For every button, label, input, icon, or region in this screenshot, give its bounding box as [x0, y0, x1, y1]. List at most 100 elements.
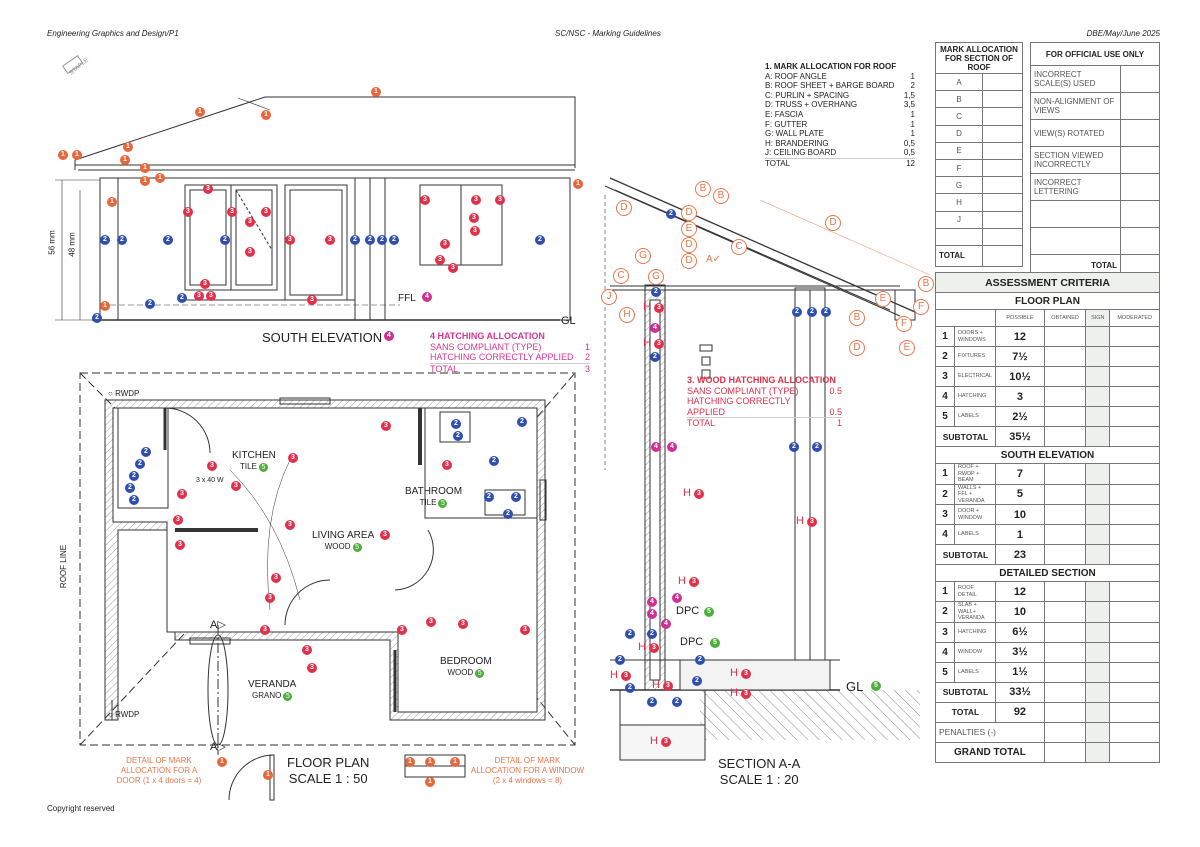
- allocation-label: J: CEILING BOARD: [765, 148, 837, 158]
- obtained-cell[interactable]: [1043, 681, 1087, 703]
- moderated-cell[interactable]: [1109, 346, 1160, 367]
- mark-badge: 5: [283, 692, 293, 701]
- obtained-cell[interactable]: [1043, 661, 1087, 683]
- obtained-cell[interactable]: [1043, 741, 1087, 763]
- mark-allocation-cell[interactable]: [982, 141, 1023, 160]
- sign-cell[interactable]: [1085, 524, 1111, 545]
- moderated-cell[interactable]: [1109, 426, 1160, 447]
- sign-cell[interactable]: [1085, 463, 1111, 485]
- mark-allocation-cell[interactable]: [982, 158, 1023, 178]
- sign-cell[interactable]: [1085, 544, 1111, 565]
- sign-cell[interactable]: [1085, 621, 1111, 643]
- moderated-cell[interactable]: [1109, 366, 1160, 387]
- sign-cell[interactable]: [1085, 386, 1111, 407]
- moderated-cell[interactable]: [1109, 326, 1160, 347]
- sign-cell[interactable]: [1085, 406, 1111, 427]
- obtained-cell[interactable]: [1043, 544, 1087, 565]
- section-letter-marker: B: [695, 181, 711, 197]
- official-use-cell[interactable]: [1120, 173, 1160, 201]
- sign-cell[interactable]: [1085, 426, 1111, 447]
- official-use-row: SECTION VIEWED INCORRECTLY: [1030, 146, 1160, 174]
- official-use-row: VIEW(S) ROTATED: [1030, 119, 1160, 147]
- sign-cell[interactable]: [1085, 721, 1111, 743]
- official-use-cell[interactable]: [1120, 200, 1160, 228]
- section-name: DETAILED SECTION: [935, 564, 1160, 582]
- obtained-cell[interactable]: [1043, 483, 1087, 505]
- sign-cell[interactable]: [1085, 701, 1111, 723]
- moderated-cell[interactable]: [1109, 504, 1160, 525]
- obtained-cell[interactable]: [1043, 524, 1087, 545]
- moderated-cell[interactable]: [1109, 524, 1160, 545]
- sign-cell[interactable]: [1085, 366, 1111, 387]
- moderated-cell[interactable]: [1109, 406, 1160, 427]
- blank-header: [935, 309, 996, 327]
- official-use-cell[interactable]: [1120, 65, 1160, 93]
- mark-allocation-cell[interactable]: [982, 176, 1023, 195]
- sign-cell[interactable]: [1085, 641, 1111, 663]
- subtotal-label: SUBTOTAL: [935, 426, 996, 447]
- official-use-cell[interactable]: [1120, 92, 1160, 120]
- mark-allocation-cell[interactable]: [982, 210, 1023, 229]
- obtained-cell[interactable]: [1043, 366, 1087, 387]
- obtained-cell[interactable]: [1043, 406, 1087, 427]
- mark-badge-orange: 1: [107, 197, 117, 207]
- sign-cell[interactable]: [1085, 504, 1111, 525]
- moderated-cell[interactable]: [1109, 544, 1160, 565]
- mark-allocation-cell[interactable]: [982, 193, 1023, 212]
- obtained-cell[interactable]: [1043, 426, 1087, 447]
- allocation-item: SANS COMPLIANT (TYPE)0.5: [687, 386, 842, 397]
- sign-cell[interactable]: [1085, 661, 1111, 683]
- hatching-h-label: H: [796, 515, 804, 527]
- mark-badge-magenta: 4: [647, 597, 657, 607]
- mark-badge-red: 3: [807, 517, 817, 527]
- obtained-cell[interactable]: [1043, 701, 1087, 723]
- obtained-cell[interactable]: [1043, 601, 1087, 623]
- sign-cell[interactable]: [1085, 581, 1111, 602]
- mark-badge-blue: 2: [125, 483, 135, 493]
- obtained-cell[interactable]: [1043, 463, 1087, 485]
- official-use-cell[interactable]: [1120, 119, 1160, 147]
- obtained-cell[interactable]: [1043, 581, 1087, 602]
- moderated-cell[interactable]: [1109, 621, 1160, 643]
- mark-allocation-cell[interactable]: [982, 72, 1023, 92]
- moderated-cell[interactable]: [1109, 601, 1160, 623]
- obtained-cell[interactable]: [1043, 326, 1087, 347]
- moderated-cell[interactable]: [1109, 701, 1160, 723]
- sign-cell[interactable]: [1085, 741, 1111, 763]
- moderated-cell[interactable]: [1109, 741, 1160, 763]
- mark-badge-blue: 2: [141, 447, 151, 457]
- sign-cell[interactable]: [1085, 483, 1111, 505]
- official-use-cell[interactable]: [1120, 146, 1160, 174]
- sign-cell[interactable]: [1085, 601, 1111, 623]
- mark-badge-blue: 2: [451, 419, 461, 429]
- moderated-cell[interactable]: [1109, 721, 1160, 743]
- roof-line-label: ROOF LINE: [59, 544, 69, 589]
- moderated-cell[interactable]: [1109, 581, 1160, 602]
- sign-cell[interactable]: [1085, 326, 1111, 347]
- moderated-cell[interactable]: [1109, 641, 1160, 663]
- official-use-cell[interactable]: [1120, 227, 1160, 255]
- sign-cell[interactable]: [1085, 681, 1111, 703]
- moderated-cell[interactable]: [1109, 386, 1160, 407]
- moderated-cell[interactable]: [1109, 463, 1160, 485]
- mark-allocation-cell[interactable]: [982, 227, 1023, 246]
- mark-allocation-total-value[interactable]: [982, 244, 1023, 267]
- obtained-cell[interactable]: [1043, 504, 1087, 525]
- mark-allocation-cell[interactable]: [982, 107, 1023, 126]
- moderated-cell[interactable]: [1109, 681, 1160, 703]
- obtained-cell[interactable]: [1043, 721, 1087, 743]
- obtained-cell[interactable]: [1043, 621, 1087, 643]
- sign-cell[interactable]: [1085, 346, 1111, 367]
- mark-allocation-cell[interactable]: [982, 90, 1023, 109]
- obtained-cell[interactable]: [1043, 386, 1087, 407]
- hatching-h-label: H: [650, 735, 658, 747]
- mark-allocation-cell[interactable]: [982, 124, 1023, 143]
- official-use-row: INCORRECT SCALE(S) USED: [1030, 65, 1160, 93]
- moderated-cell[interactable]: [1109, 483, 1160, 505]
- moderated-cell[interactable]: [1109, 661, 1160, 683]
- obtained-cell[interactable]: [1043, 346, 1087, 367]
- obtained-cell[interactable]: [1043, 641, 1087, 663]
